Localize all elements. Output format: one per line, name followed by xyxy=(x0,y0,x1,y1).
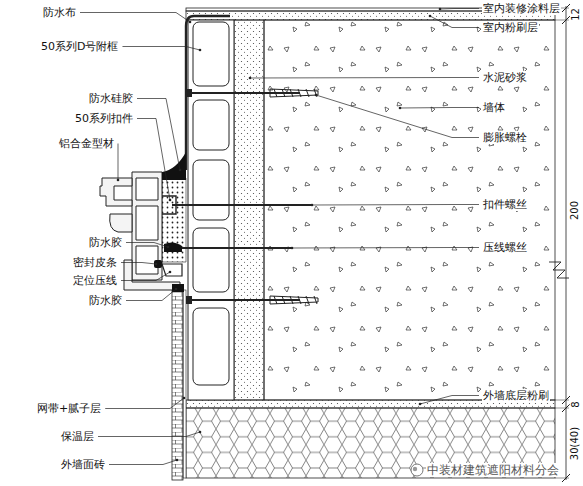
leader-line xyxy=(312,204,479,206)
drawing-detail xyxy=(80,8,479,465)
watermark-icon xyxy=(413,467,417,471)
bolt-head xyxy=(186,89,192,97)
part-label: 50系列D号附框 xyxy=(40,40,119,53)
sub-frame xyxy=(188,20,234,400)
dimension-text: 200 xyxy=(570,199,581,220)
part-label: 保温层 xyxy=(60,430,95,443)
leader-line xyxy=(126,289,176,301)
extension-line xyxy=(555,20,569,21)
leader-dot xyxy=(169,271,172,274)
part-label: 室内粉刷层 xyxy=(482,21,539,34)
leader-dot xyxy=(419,403,422,406)
dimension-text: 8 xyxy=(570,400,581,408)
part-label: 网带+腻子层 xyxy=(36,402,102,415)
leader-dot xyxy=(167,246,170,249)
leader-dot xyxy=(199,431,202,434)
bead-screw xyxy=(176,247,292,249)
profile-sash-lip xyxy=(100,178,132,206)
fastener-screw xyxy=(172,204,312,206)
leader-dot xyxy=(429,15,432,18)
part-label: 定位压线 xyxy=(72,274,118,287)
part-label: 扣件螺丝 xyxy=(482,198,528,211)
cement-mortar xyxy=(234,20,264,400)
leader-line xyxy=(316,95,479,138)
leader-dot xyxy=(175,288,178,291)
leader-line xyxy=(121,263,156,265)
dimension-text: 12 xyxy=(569,7,580,22)
leader-dot xyxy=(249,77,252,80)
exterior-tiles xyxy=(172,290,183,480)
leader-dot xyxy=(169,199,172,202)
leader-line xyxy=(118,144,119,181)
leader-line xyxy=(122,47,200,51)
leader-line xyxy=(98,432,200,437)
extension-line xyxy=(555,408,569,409)
leader-line xyxy=(80,13,190,23)
leader-line xyxy=(126,243,168,248)
leader-dot xyxy=(315,94,318,97)
fastener-clip xyxy=(162,196,176,214)
part-label: 铝合金型材 xyxy=(58,137,115,150)
foam-fill xyxy=(162,178,186,262)
part-label: 压线螺丝 xyxy=(482,241,528,254)
part-label: 防水布 xyxy=(42,6,77,19)
bolt-sleeve xyxy=(270,296,318,304)
part-label: 防水胶 xyxy=(88,294,123,307)
leader-dot xyxy=(399,107,402,110)
leader-line xyxy=(292,247,479,249)
part-label: 水泥砂浆 xyxy=(482,71,528,84)
part-label: 膨胀螺栓 xyxy=(482,131,528,144)
leader-dot xyxy=(155,263,158,266)
sub-frame-cell xyxy=(193,160,229,220)
sub-frame-cell xyxy=(193,22,229,86)
leader-line xyxy=(420,396,479,405)
part-label: 50系列扣件 xyxy=(74,112,134,125)
dimension-text: 30(40) xyxy=(569,425,580,460)
part-label: 外墙底层粉刷 xyxy=(482,389,550,402)
extension-line xyxy=(555,478,569,479)
sealing-strip xyxy=(154,260,162,268)
leader-line xyxy=(430,16,479,28)
bolt-head xyxy=(186,296,192,304)
wall-body xyxy=(264,20,555,400)
leader-line xyxy=(121,272,170,281)
leader-dot xyxy=(117,179,120,182)
leader-line xyxy=(250,77,479,79)
leader-dot xyxy=(311,204,314,207)
part-label: 墙体 xyxy=(482,101,506,114)
leader-line xyxy=(105,398,184,409)
aluminium-profile xyxy=(132,172,162,280)
leader-dot xyxy=(179,169,182,172)
drawing-detail xyxy=(100,4,570,482)
leader-dot xyxy=(189,21,192,24)
sub-frame-cell xyxy=(193,228,229,292)
sub-frame-cell xyxy=(193,308,229,385)
part-label: 外墙面砖 xyxy=(60,458,106,471)
sub-frame-cell xyxy=(193,100,229,150)
part-label: 室内装修涂料层 xyxy=(482,2,561,15)
leader-line xyxy=(440,8,479,10)
part-label: 防水胶 xyxy=(88,236,123,249)
leader-dot xyxy=(439,8,442,11)
leader-line xyxy=(109,460,177,465)
watermark: 中装材建筑遮阳材料分会 xyxy=(426,463,560,477)
leader-dot xyxy=(199,49,202,52)
bolt-sleeve xyxy=(270,89,318,97)
leader-dot xyxy=(183,397,186,400)
profile-hook xyxy=(110,214,132,232)
mesh-putty-layer xyxy=(183,290,186,478)
leader-line xyxy=(137,119,170,201)
leader-dot xyxy=(176,459,179,462)
leader-line xyxy=(400,107,479,109)
part-label: 防水硅胶 xyxy=(88,92,134,105)
watermark-icon xyxy=(411,464,423,476)
extension-line xyxy=(555,400,569,401)
positioning-bead xyxy=(162,264,182,276)
waterproof-glue xyxy=(164,242,182,252)
leader-dot xyxy=(291,247,294,250)
part-label: 密封皮条 xyxy=(72,256,118,269)
